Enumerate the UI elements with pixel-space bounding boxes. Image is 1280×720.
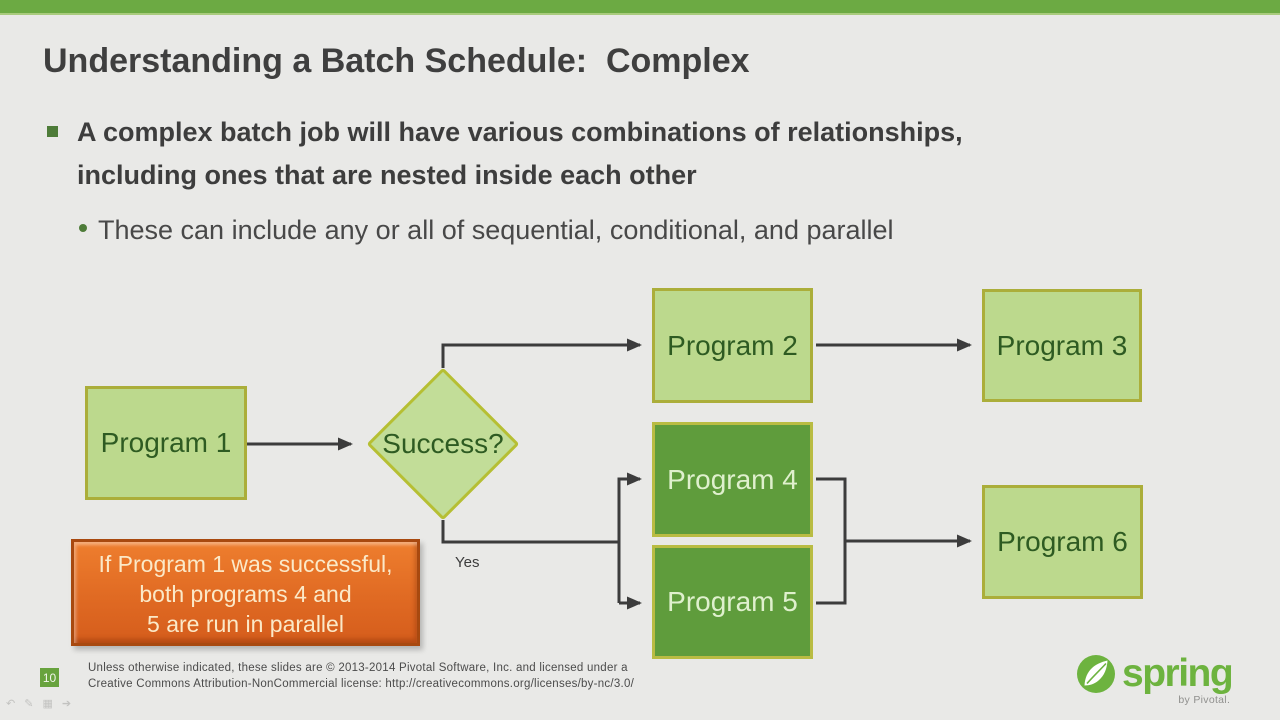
callout-line-3: 5 are run in parallel <box>147 611 344 637</box>
back-arrow-icon[interactable]: ↶ <box>6 698 16 710</box>
node-program-6: Program 6 <box>982 485 1143 599</box>
callout-line-2: both programs 4 and <box>139 581 352 607</box>
node-program-1: Program 1 <box>85 386 247 500</box>
node-program-4: Program 4 <box>652 422 813 537</box>
node-program-3: Program 3 <box>982 289 1142 402</box>
arrow-decision-to-p2 <box>441 338 642 368</box>
main-bullet-line-1: A complex batch job will have various co… <box>77 117 963 147</box>
grid-icon[interactable]: ▦ <box>42 698 53 710</box>
node-program-5: Program 5 <box>652 545 813 659</box>
license-line-1: Unless otherwise indicated, these slides… <box>88 662 628 674</box>
node-program-6-label: Program 6 <box>997 526 1128 557</box>
bullet-square-icon <box>47 126 58 137</box>
node-program-2: Program 2 <box>652 288 813 403</box>
page-number-badge: 10 <box>40 668 59 687</box>
node-program-5-label: Program 5 <box>667 586 798 617</box>
presenter-controls: ↶ ✎ ▦ ➔ <box>6 697 71 710</box>
decision-label: Success? <box>382 428 504 459</box>
sub-bullet: These can include any or all of sequenti… <box>98 215 894 245</box>
license-line-2: Creative Commons Attribution-NonCommerci… <box>88 677 635 690</box>
line-decision-yes-branch <box>441 520 619 544</box>
arrow-branch-to-p4 <box>617 472 642 603</box>
spring-leaf-icon <box>1077 655 1115 693</box>
line-p4-p5-merge <box>816 477 847 605</box>
node-program-1-label: Program 1 <box>100 427 232 458</box>
license-text: Unless otherwise indicated, these slides… <box>88 661 634 692</box>
pen-icon[interactable]: ✎ <box>24 698 34 710</box>
spring-logo: spring by Pivotal. <box>1076 652 1234 706</box>
callout-line-1: If Program 1 was successful, <box>98 551 393 577</box>
main-bullet: A complex batch job will have various co… <box>77 111 1237 197</box>
spring-wordmark: spring <box>1122 652 1234 695</box>
pivotal-byline: by Pivotal. <box>1178 694 1231 706</box>
decision-diamond: Success? <box>365 366 521 522</box>
main-bullet-line-2: including ones that are nested inside ea… <box>77 160 697 190</box>
forward-arrow-icon[interactable]: ➔ <box>61 698 72 710</box>
callout-note: If Program 1 was successful, both progra… <box>71 539 420 646</box>
node-program-4-label: Program 4 <box>667 463 798 495</box>
node-program-3-label: Program 3 <box>996 329 1128 361</box>
top-accent-bar <box>0 0 1280 15</box>
node-program-2-label: Program 2 <box>667 329 798 361</box>
yes-branch-label: Yes <box>455 554 480 571</box>
slide-title: Understanding a Batch Schedule: Complex <box>43 42 750 80</box>
bullet-dot-icon <box>79 224 87 232</box>
